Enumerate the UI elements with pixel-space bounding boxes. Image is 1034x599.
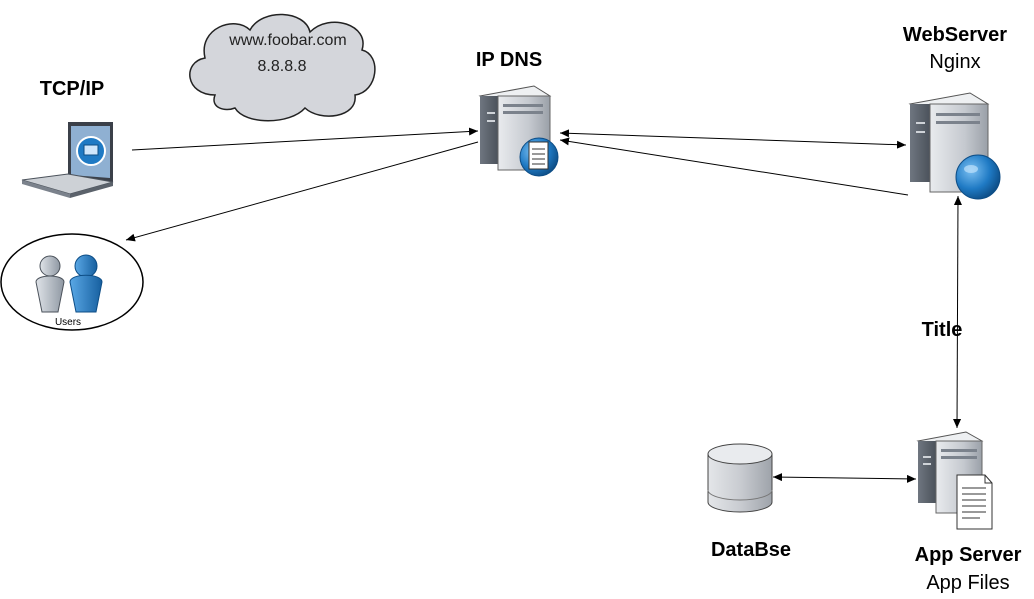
- laptop-title: TCP/IP: [39, 78, 105, 100]
- edge-laptop-dns[interactable]: [131, 127, 479, 151]
- user-blue-icon: [69, 254, 103, 313]
- dns-title: IP DNS: [475, 49, 543, 71]
- edge-webserver-appserver[interactable]: [953, 195, 962, 429]
- document-icon: [956, 474, 993, 530]
- edge-label-title: Title: [921, 319, 963, 341]
- edges: [125, 127, 962, 483]
- cloud-domain-label: www.foobar.com: [229, 32, 347, 49]
- edge-dns-users[interactable]: [125, 141, 479, 242]
- cloud-ip-label: 8.8.8.8: [257, 58, 307, 75]
- cloud-shape[interactable]: [189, 13, 376, 122]
- appserver-title: App Server: [914, 544, 1022, 566]
- laptop-icon[interactable]: [21, 122, 114, 198]
- database-icon[interactable]: [707, 443, 773, 513]
- webserver-title: WebServer: [902, 24, 1008, 46]
- user-grey-icon: [35, 255, 65, 313]
- appserver-icon[interactable]: [916, 431, 993, 530]
- dns-server-icon[interactable]: [478, 85, 559, 177]
- webserver-icon[interactable]: [908, 92, 1001, 200]
- users-label: Users: [54, 317, 82, 328]
- edge-database-appserver[interactable]: [772, 473, 917, 483]
- webserver-subtitle: Nginx: [929, 51, 981, 73]
- database-title: DataBse: [710, 539, 792, 561]
- edge-webserver-dns[interactable]: [559, 137, 909, 196]
- edge-dns-webserver[interactable]: [559, 129, 907, 149]
- appserver-subtitle: App Files: [926, 572, 1010, 594]
- users-group[interactable]: [0, 233, 144, 331]
